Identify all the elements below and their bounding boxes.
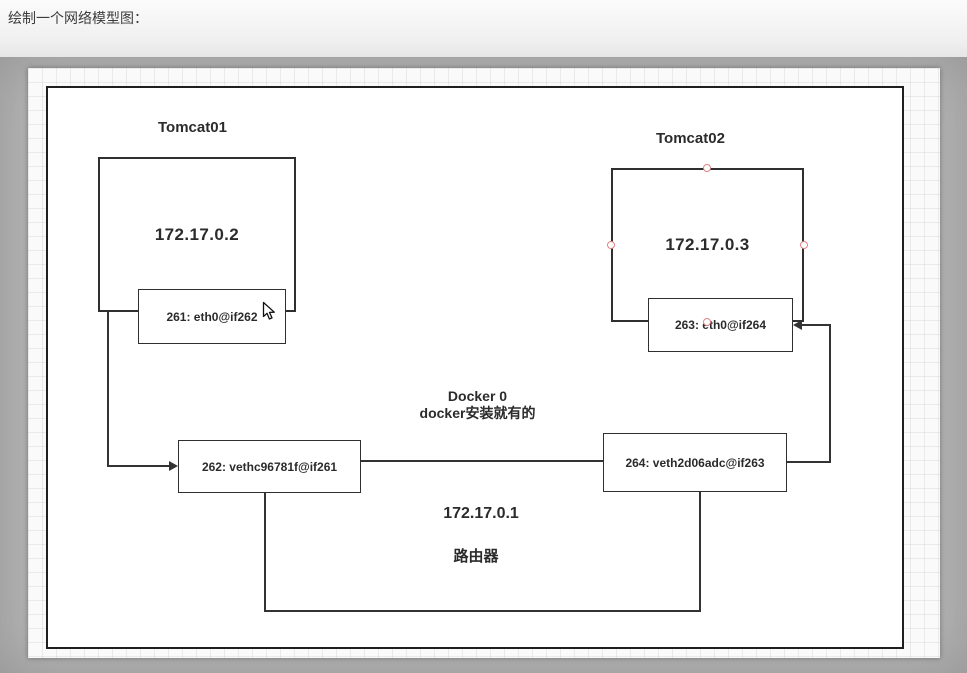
docker0-text[interactable]: Docker 0 docker安装就有的 — [360, 388, 595, 422]
bridge-ip-text[interactable]: 172.17.0.1 — [443, 505, 519, 522]
veth262-label: 262: vethc96781f@if261 — [201, 459, 338, 474]
tomcat01-title[interactable]: Tomcat01 — [158, 119, 227, 136]
veth264-box[interactable]: 264: veth2d06adc@if263 — [603, 433, 787, 492]
connector-bottom-right-vertical[interactable] — [699, 492, 701, 612]
router-role-text[interactable]: 路由器 — [453, 548, 499, 565]
tomcat02-title[interactable]: Tomcat02 — [656, 130, 725, 147]
veth262-box[interactable]: 262: vethc96781f@if261 — [178, 440, 361, 493]
page-title: 绘制一个网络模型图： — [8, 10, 148, 26]
docker0-subtitle: docker安装就有的 — [419, 405, 536, 421]
connector-bottom-horizontal[interactable] — [264, 610, 701, 612]
connector-tomcat01-down[interactable] — [107, 312, 109, 467]
connector-into-eth263[interactable] — [800, 324, 831, 326]
connector-veth262-to-veth264[interactable] — [359, 460, 605, 462]
docker0-title: Docker 0 — [447, 388, 508, 404]
tomcat01-eth-label: 261: eth0@if262 — [166, 309, 258, 324]
selection-handle-bottom[interactable] — [703, 318, 711, 326]
arrowhead-into-eth263-icon — [793, 320, 802, 330]
arrowhead-into-veth262-icon — [169, 461, 178, 471]
connector-veth264-right[interactable] — [787, 461, 831, 463]
connector-veth264-up[interactable] — [829, 324, 831, 463]
selection-handle-top[interactable] — [703, 164, 711, 172]
connector-tomcat01-to-veth262[interactable] — [107, 465, 169, 467]
connector-bottom-left-vertical[interactable] — [264, 493, 266, 612]
tomcat01-eth-box[interactable]: 261: eth0@if262 — [138, 289, 286, 344]
veth264-label: 264: veth2d06adc@if263 — [625, 455, 765, 470]
tomcat01-ip: 172.17.0.2 — [154, 224, 240, 244]
tomcat02-ip: 172.17.0.3 — [665, 235, 750, 254]
mouse-pointer-icon — [262, 301, 276, 326]
tomcat02-eth-box[interactable]: 263: eth0@if264 — [648, 298, 793, 352]
page-header: 绘制一个网络模型图： — [0, 0, 967, 57]
selection-handle-left[interactable] — [607, 241, 615, 249]
tomcat02-eth-label: 263: eth0@if264 — [674, 318, 767, 332]
selection-handle-right[interactable] — [800, 241, 808, 249]
